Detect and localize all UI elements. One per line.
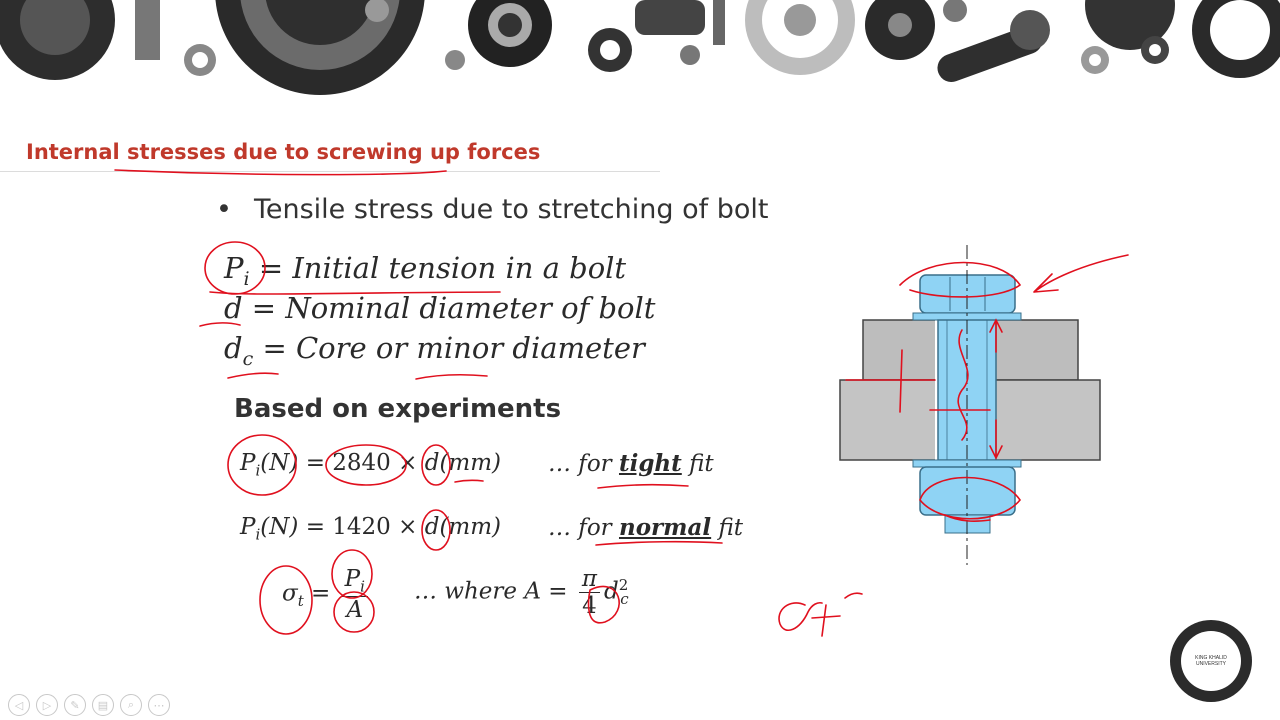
formula-tight: Pi(N) = 2840 × d(mm): [240, 450, 501, 480]
formula-coefficient: = 1420 ×: [305, 514, 418, 540]
formula-subscript: t: [297, 591, 304, 610]
next-icon[interactable]: ▷: [36, 694, 58, 716]
def-subscript: c: [242, 347, 254, 370]
fit-prefix: … for: [548, 515, 612, 541]
logo-label: KING KHALID UNIVERSITY: [1195, 655, 1227, 667]
slide-title: Internal stresses due to screwing up for…: [26, 140, 541, 164]
formula-normal: Pi(N) = 1420 × d(mm): [240, 514, 501, 544]
formula-symbol: P: [240, 514, 256, 540]
fraction-numerator: Pi: [341, 566, 368, 597]
def-text: = Core or minor diameter: [262, 331, 645, 365]
definition-dc: dc = Core or minor diameter: [224, 328, 655, 370]
fit-tight: … for tight fit: [548, 450, 714, 477]
bullet-dot-icon: •: [216, 194, 232, 225]
formula-superscript: 2: [618, 575, 629, 594]
formula-unit: (N): [260, 514, 299, 540]
prev-icon[interactable]: ◁: [8, 694, 30, 716]
more-icon[interactable]: ⋯: [148, 694, 170, 716]
fraction-numerator: π: [578, 566, 600, 593]
formula-symbol: P: [344, 566, 361, 592]
def-subscript: i: [243, 267, 250, 290]
fraction-denominator: A: [346, 596, 364, 623]
formula-unit: (mm): [439, 450, 502, 476]
pen-icon[interactable]: ✎: [64, 694, 86, 716]
zoom-icon[interactable]: ⌕: [120, 694, 142, 716]
formula-equals: =: [311, 580, 331, 607]
experiments-heading: Based on experiments: [234, 394, 562, 424]
formula-subscript: i: [255, 525, 261, 544]
university-logo: KING KHALID UNIVERSITY: [1170, 620, 1252, 702]
fraction: π 4: [578, 566, 600, 619]
area-prefix: … where A =: [414, 578, 568, 605]
formula-symbol: d: [603, 578, 619, 605]
gears-banner: [0, 0, 1280, 95]
slideshow-toolbar: ◁ ▷ ✎ ▤ ⌕ ⋯: [8, 694, 170, 716]
logo-emblem: KING KHALID UNIVERSITY: [1181, 631, 1241, 691]
fit-prefix: … for: [548, 451, 612, 477]
def-text: = Initial tension in a bolt: [258, 251, 627, 285]
fraction-denominator: 4: [582, 593, 597, 619]
def-symbol: P: [224, 251, 244, 285]
formula-subscript: i: [360, 577, 365, 596]
fit-suffix: fit: [689, 451, 714, 477]
formula-unit: (mm): [439, 514, 502, 540]
definitions: Pi = Initial tension in a bolt d = Nomin…: [224, 248, 655, 370]
def-text: = Nominal diameter of bolt: [251, 291, 656, 325]
formula-subscript: c: [620, 590, 629, 609]
bullet-point: • Tensile stress due to stretching of bol…: [216, 194, 768, 225]
area-formula: … where A = π 4 d2c: [414, 566, 629, 619]
def-symbol: d: [224, 331, 243, 365]
formula-symbol: d: [424, 450, 440, 476]
fit-keyword: tight: [618, 450, 682, 477]
formula-symbol: P: [240, 450, 256, 476]
bullet-text: Tensile stress due to stretching of bolt: [253, 194, 769, 225]
formula-symbol: d: [424, 514, 440, 540]
definition-pi: Pi = Initial tension in a bolt: [224, 248, 655, 290]
title-divider: [0, 171, 660, 172]
fit-normal: … for normal fit: [548, 514, 743, 541]
formula-symbol: σ: [282, 580, 298, 607]
fit-keyword: normal: [618, 514, 712, 541]
def-symbol: d: [224, 291, 243, 325]
bolt-diagram: [839, 245, 1101, 565]
fit-suffix: fit: [718, 515, 744, 541]
fraction: Pi A: [341, 566, 368, 623]
slides-icon[interactable]: ▤: [92, 694, 114, 716]
stress-formula: σt = Pi A: [282, 566, 372, 623]
definition-d: d = Nominal diameter of bolt: [224, 288, 655, 328]
formula-unit: (N): [260, 450, 299, 476]
formula-coefficient: = 2840 ×: [305, 450, 418, 476]
